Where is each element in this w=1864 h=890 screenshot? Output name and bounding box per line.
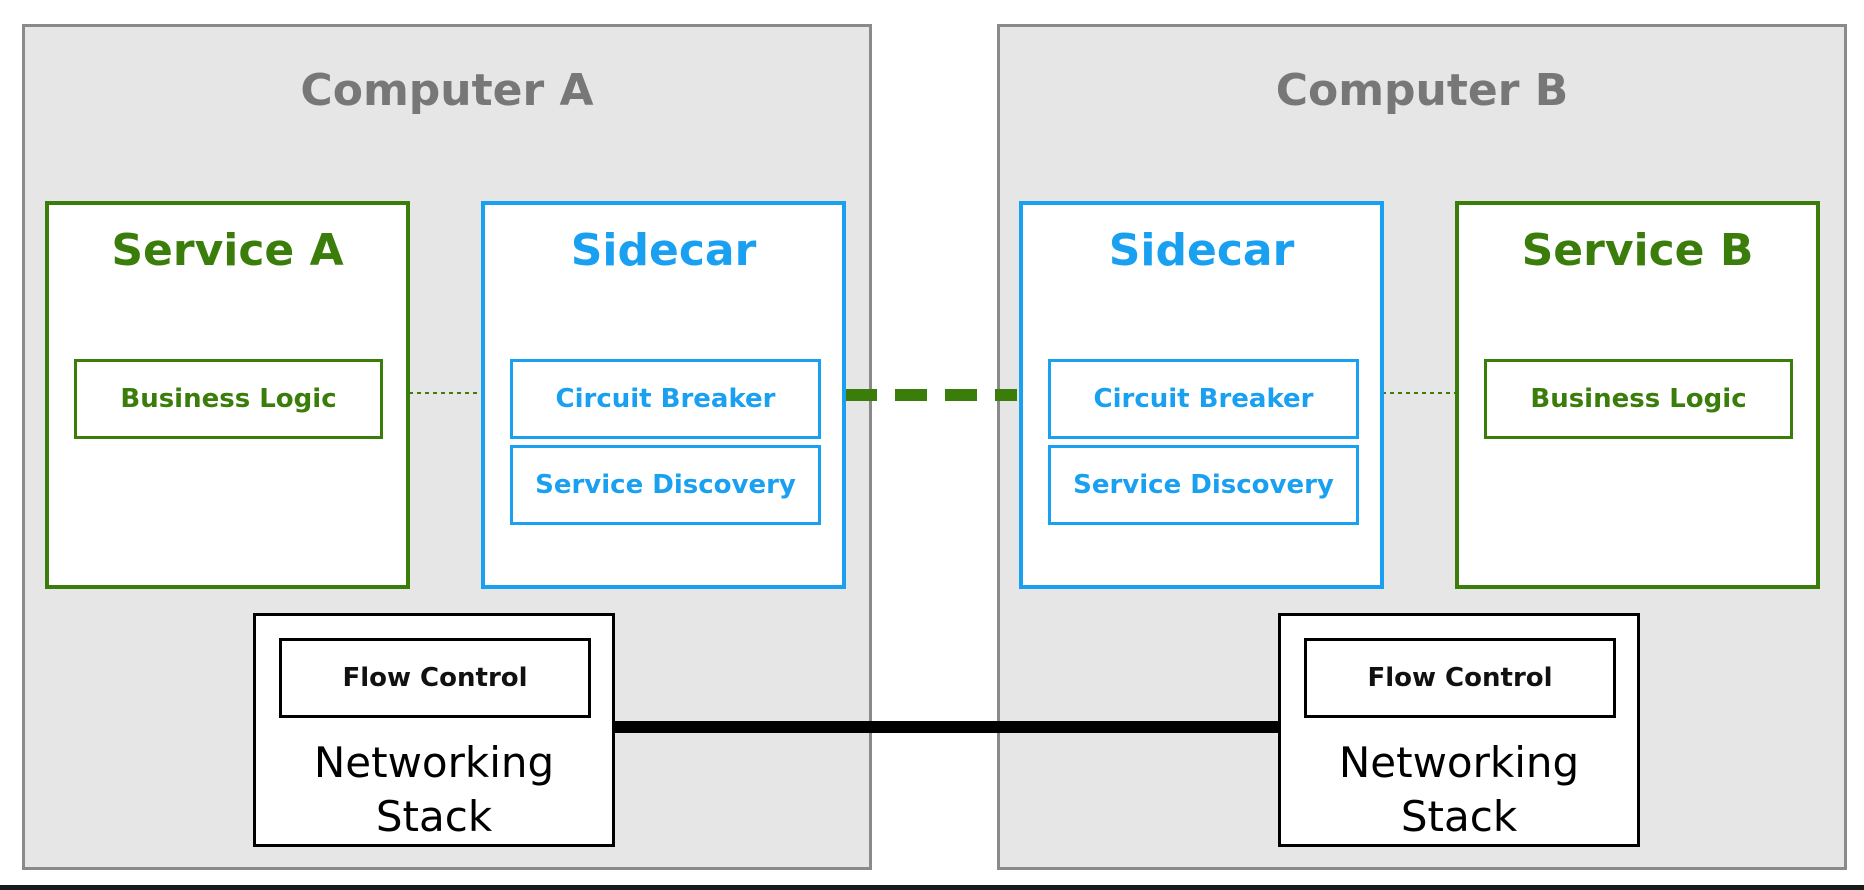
sidecar-a-circuit-breaker: Circuit Breaker	[510, 359, 821, 439]
sidecar-b-service-discovery: Service Discovery	[1048, 445, 1359, 525]
sidecar-a-box: Sidecar Circuit Breaker Service Discover…	[481, 201, 846, 589]
service-a-business-logic: Business Logic	[74, 359, 383, 439]
service-b-box: Service B Business Logic	[1455, 201, 1820, 589]
sidecar-a-service-discovery: Service Discovery	[510, 445, 821, 525]
service-b-business-logic: Business Logic	[1484, 359, 1793, 439]
sidecar-a-title: Sidecar	[570, 225, 757, 276]
networking-stack-b-label-line2: Stack	[1400, 792, 1518, 841]
computer-a-title: Computer A	[300, 65, 594, 116]
sidecar-b-box: Sidecar Circuit Breaker Service Discover…	[1019, 201, 1384, 589]
networking-stack-a-label-line2: Stack	[375, 792, 493, 841]
networking-stack-a-label: Networking Stack	[256, 736, 612, 844]
networking-stack-b-flow-control: Flow Control	[1304, 638, 1616, 718]
networking-stack-b-label-line1: Networking	[1338, 738, 1580, 787]
sidecar-b-title: Sidecar	[1108, 225, 1295, 276]
service-a-box: Service A Business Logic	[45, 201, 410, 589]
networking-stack-a-flow-control: Flow Control	[279, 638, 591, 718]
networking-stack-b: Flow Control Networking Stack	[1278, 613, 1640, 847]
sidecar-b-circuit-breaker: Circuit Breaker	[1048, 359, 1359, 439]
networking-stack-a: Flow Control Networking Stack	[253, 613, 615, 847]
computer-b-title: Computer B	[1275, 65, 1569, 116]
networking-stack-a-label-line1: Networking	[313, 738, 555, 787]
frame-bottom-border	[0, 885, 1864, 890]
networking-stack-b-label: Networking Stack	[1281, 736, 1637, 844]
service-b-title: Service B	[1521, 225, 1754, 276]
service-a-title: Service A	[111, 225, 344, 276]
